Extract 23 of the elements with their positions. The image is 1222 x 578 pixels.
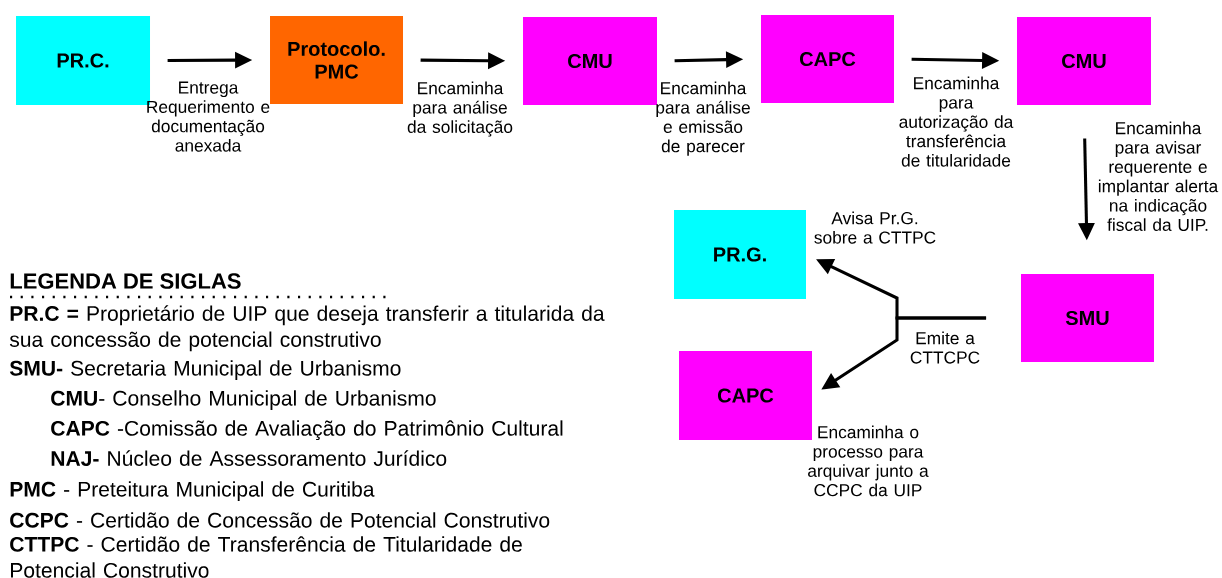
legend-entry: CTTPC - Certidão de Transferência de Titularidade de Potencial Construtivo bbox=[10, 536, 522, 578]
legend-entry: PMC - Preteitura Municipal de Curitiba bbox=[10, 481, 375, 501]
edge-label: Avisa Pr.G. sobre a CTTPC bbox=[814, 211, 936, 244]
edge-label: Encaminha para autorização da transferência de titularidade bbox=[899, 76, 1014, 167]
line-label: Emite a CTTCPC bbox=[910, 331, 980, 364]
legend-entry: NAJ- Núcleo de Assessoramento Jurídico bbox=[51, 450, 447, 466]
process-box: CAPC bbox=[761, 15, 894, 103]
legend-entry: SMU- Secretaria Municipal de Urbanismo bbox=[9, 360, 401, 380]
legend-entry: PR.C = Proprietário de UIP que deseja transferir a titularida da sua concessão de potencial construtivo bbox=[9, 305, 605, 352]
edge-label: Encaminha para avisar requerente e implantar alerta na indicação fiscal da UIP. bbox=[1098, 121, 1219, 231]
edge-label: Encaminha para análise da solicitação bbox=[407, 81, 513, 137]
process-box: CMU bbox=[1017, 17, 1151, 105]
process-box: Protocolo. PMC bbox=[270, 16, 403, 104]
legend-entry: CCPC - Certidão de Concessão de Potencial Construtivo bbox=[10, 512, 550, 528]
process-box: PR.G. bbox=[674, 210, 806, 299]
legend-heading: LEGENDA DE SIGLAS bbox=[10, 273, 241, 289]
process-box: CAPC bbox=[679, 351, 812, 440]
edge-label: Encaminha para análise e emissão de parecer bbox=[656, 81, 750, 156]
process-box: SMU bbox=[1021, 274, 1154, 362]
edge-label: Entrega Requerimento e documentação anexada bbox=[147, 81, 270, 152]
legend-entry: CAPC -Comissão de Avaliação do Patrimônio Cultural bbox=[51, 420, 563, 441]
process-box: CMU bbox=[523, 17, 657, 105]
legend-entry: CMU- Conselho Municipal de Urbanismo bbox=[51, 390, 436, 410]
